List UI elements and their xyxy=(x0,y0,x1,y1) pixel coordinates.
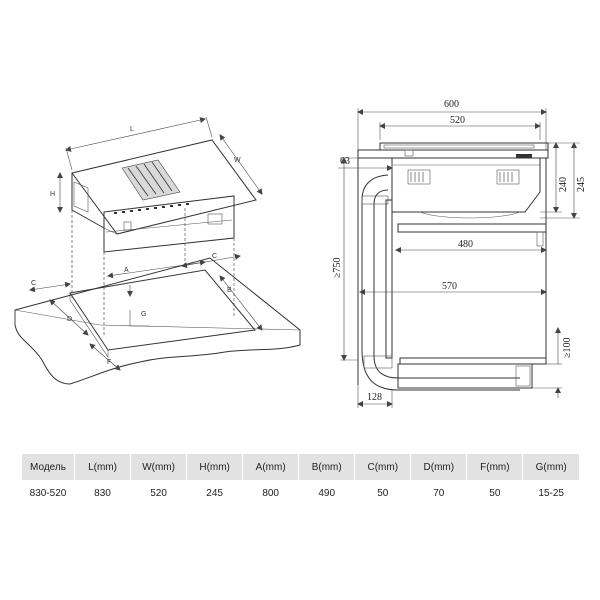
plinth-duct xyxy=(397,363,533,389)
dim-240: 240 xyxy=(558,177,569,192)
header-model: Модель xyxy=(22,454,75,480)
header-W: W(mm) xyxy=(130,454,187,480)
label-H: H xyxy=(50,191,55,198)
label-G: G xyxy=(141,311,146,318)
section-view: 600 520 63 xyxy=(332,99,587,408)
header-F: F(mm) xyxy=(466,454,523,480)
cell-B: 490 xyxy=(298,480,355,506)
dim-520: 520 xyxy=(450,115,465,126)
section-hob-glass xyxy=(379,142,549,151)
dim-63: 63 xyxy=(340,156,350,167)
label-L: L xyxy=(130,126,134,133)
label-D: D xyxy=(67,316,72,323)
isometric-view: L W H C C A B D xyxy=(14,116,301,385)
dim-100: ≥100 xyxy=(562,338,573,359)
table-row: 830-520 830 520 245 800 490 50 70 50 15-… xyxy=(22,480,579,506)
label-A: A xyxy=(124,267,129,274)
header-C: C(mm) xyxy=(354,454,411,480)
header-H: H(mm) xyxy=(186,454,243,480)
cell-model: 830-520 xyxy=(22,480,75,506)
cell-H: 245 xyxy=(186,480,243,506)
dim-570: 570 xyxy=(442,281,457,292)
cabinet-sides xyxy=(357,158,547,385)
label-C-left: C xyxy=(31,280,36,287)
cell-G: 15-25 xyxy=(522,480,579,506)
cell-W: 520 xyxy=(130,480,187,506)
dim-750: ≥750 xyxy=(332,258,343,279)
cell-L: 830 xyxy=(73,480,131,506)
label-B: B xyxy=(227,287,232,294)
cell-A: 800 xyxy=(242,480,299,506)
worktop xyxy=(14,257,301,385)
duct-outer xyxy=(361,174,520,391)
header-A: A(mm) xyxy=(242,454,299,480)
label-W: W xyxy=(234,157,241,164)
cell-F: 50 xyxy=(466,480,523,506)
vent-grille xyxy=(121,159,181,201)
dim-245: 245 xyxy=(576,177,587,192)
cell-D: 70 xyxy=(410,480,467,506)
header-D: D(mm) xyxy=(410,454,467,480)
worktop-cutout xyxy=(69,269,256,351)
dim-128: 128 xyxy=(367,392,382,403)
duct-vertical xyxy=(385,199,393,359)
spec-table: Модель L(mm) W(mm) H(mm) A(mm) B(mm) C(m… xyxy=(22,454,579,506)
label-C-right: C xyxy=(212,253,217,260)
dim-600: 600 xyxy=(444,99,459,110)
header-L: L(mm) xyxy=(73,454,131,480)
cell-C: 50 xyxy=(354,480,411,506)
dim-480: 480 xyxy=(458,239,473,250)
table-header-row: Модель L(mm) W(mm) H(mm) A(mm) B(mm) C(m… xyxy=(22,454,579,480)
header-G: G(mm) xyxy=(522,454,579,480)
header-B: B(mm) xyxy=(298,454,355,480)
label-F: F xyxy=(107,359,111,366)
section-hob-unit xyxy=(391,157,541,213)
shelf xyxy=(397,223,547,233)
